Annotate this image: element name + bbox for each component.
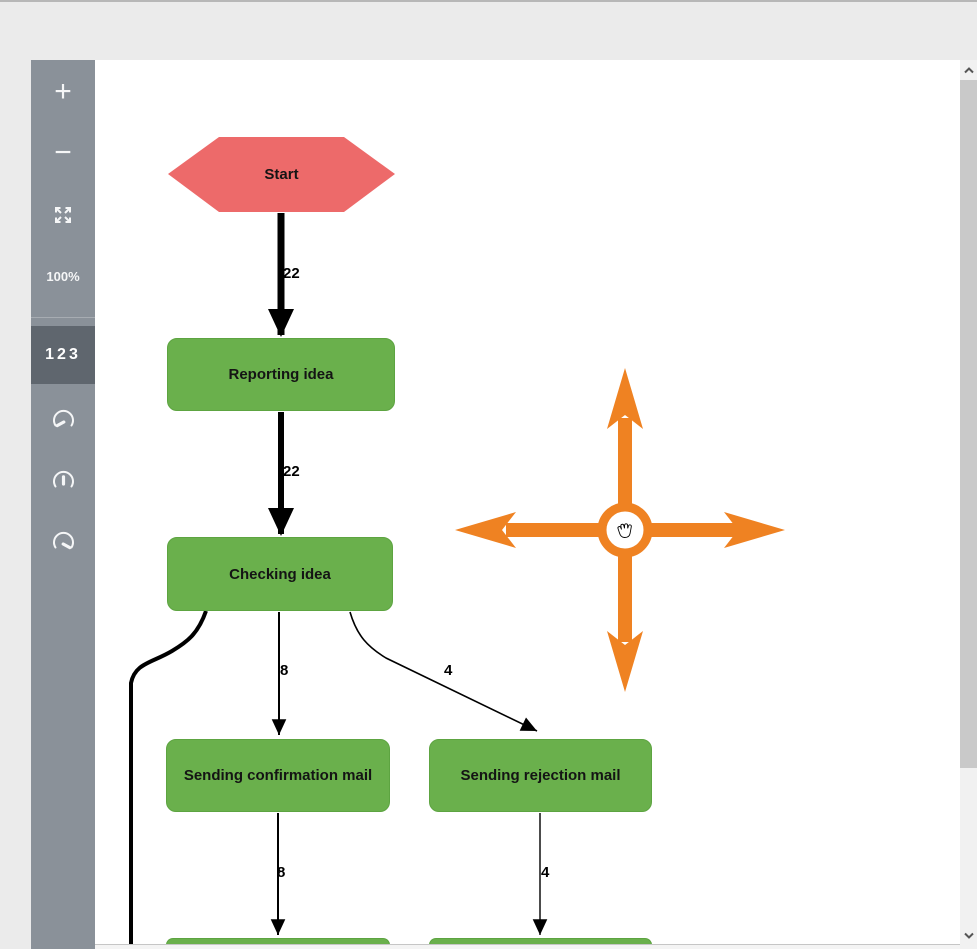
process-map xyxy=(129,137,785,944)
fit-to-screen-button[interactable] xyxy=(31,191,95,239)
activity-node-sending-rejection-mail[interactable]: Sending rejection mail xyxy=(429,739,652,812)
activity-label: Reporting idea xyxy=(228,366,334,383)
grab-hand-cursor-icon xyxy=(617,523,632,538)
horizontal-scrollbar-strip[interactable] xyxy=(95,944,960,949)
scroll-up-button[interactable] xyxy=(960,62,977,78)
performance-high-button[interactable] xyxy=(31,518,95,566)
scrollbar-thumb[interactable] xyxy=(960,80,977,768)
performance-low-button[interactable] xyxy=(31,396,95,444)
edge-checking-offscreen-left[interactable] xyxy=(129,610,208,944)
expand-arrows-icon xyxy=(55,207,71,223)
start-node-label: Start xyxy=(264,165,299,183)
vertical-scrollbar[interactable] xyxy=(960,60,977,949)
edge-frequency-label: 8 xyxy=(277,864,286,881)
activity-node-sending-confirmation-mail[interactable]: Sending confirmation mail xyxy=(166,739,390,812)
activity-node-reporting-idea[interactable]: Reporting idea xyxy=(167,338,395,411)
activity-label: Checking idea xyxy=(229,565,331,583)
top-band xyxy=(0,0,977,60)
pan-cross-icon[interactable] xyxy=(455,368,785,692)
frequency-view-button[interactable]: 123 xyxy=(31,326,95,384)
edge-group xyxy=(129,213,548,944)
gauge-mid-icon xyxy=(52,470,74,487)
edge-frequency-label: 4 xyxy=(541,864,550,881)
activity-node-partial-right[interactable] xyxy=(429,938,652,945)
edge-frequency-label: 8 xyxy=(280,662,289,679)
activity-label: Sending confirmation mail xyxy=(183,767,373,784)
activity-node-checking-idea[interactable]: Checking idea xyxy=(167,537,393,611)
edge-frequency-label: 22 xyxy=(283,463,300,480)
chevron-down-icon xyxy=(963,932,974,939)
edge-checking-rejection[interactable] xyxy=(349,611,538,732)
zoom-out-button[interactable]: − xyxy=(54,136,72,169)
toolbar-sidebar: + − 100% 123 xyxy=(31,60,95,949)
chevron-up-icon xyxy=(963,66,974,73)
start-node-shape[interactable] xyxy=(168,137,395,212)
gauge-low-icon xyxy=(52,409,74,427)
edge-frequency-label: 22 xyxy=(283,265,300,282)
toolbar-divider xyxy=(31,317,95,318)
performance-mid-button[interactable] xyxy=(31,457,95,505)
activity-node-partial-left[interactable] xyxy=(166,938,390,945)
edge-frequency-label: 4 xyxy=(444,662,453,679)
gauge-high-icon xyxy=(52,531,74,549)
activity-label: Sending rejection mail xyxy=(460,767,621,784)
zoom-level-label: 100% xyxy=(46,268,80,284)
zoom-in-button[interactable]: + xyxy=(54,75,72,108)
scroll-down-button[interactable] xyxy=(960,927,977,943)
